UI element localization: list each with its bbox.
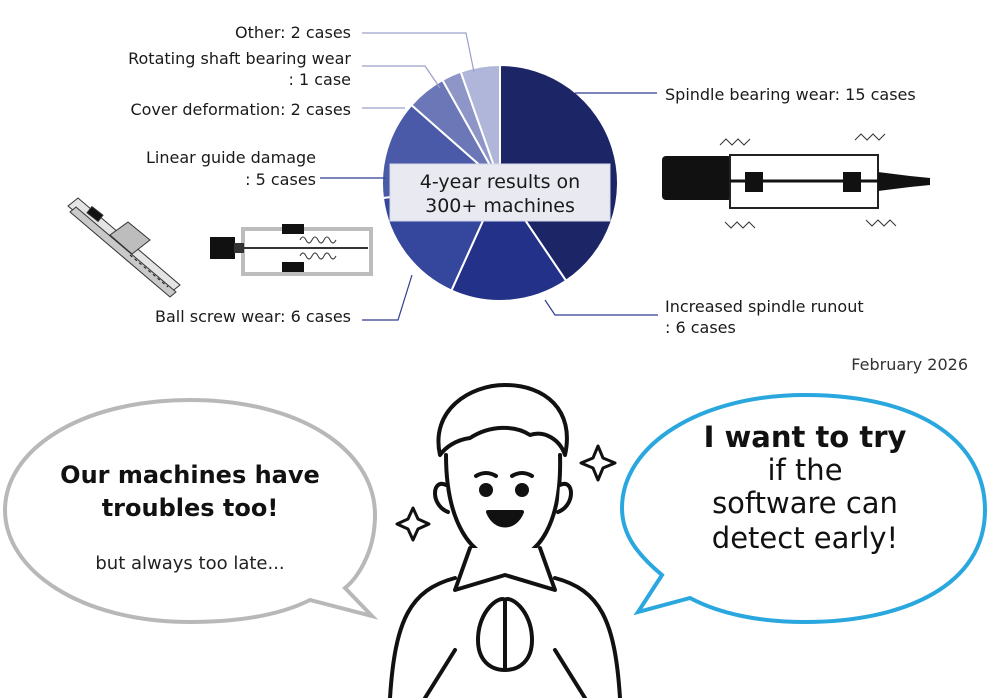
speech-bubble-left: Our machines have troubles too! but alwa… (2, 397, 379, 625)
label-cover: Cover deformation: 2 cases (130, 100, 351, 119)
pie-slice-1 (450, 180, 568, 302)
worker-character-icon (388, 383, 622, 698)
right-bubble-line-1: I want to try (704, 420, 907, 454)
label-rotating-line-1: Rotating shaft bearing wear (128, 49, 351, 68)
label-runout-line-2: : 6 cases (665, 318, 736, 337)
label-spindle: Spindle bearing wear: 15 cases (665, 85, 916, 104)
left-bubble-title-1: Our machines have (60, 461, 320, 489)
ball-screw-icon (210, 224, 373, 276)
leader-lines-light (362, 32, 475, 109)
leader-line-other (362, 32, 475, 73)
label-linear-line-2: : 5 cases (245, 170, 316, 189)
speech-bubble-right: I want to try if the software can detect… (619, 392, 988, 625)
left-bubble-title-2: troubles too! (102, 494, 279, 522)
center-label-line-2: 300+ machines (425, 195, 575, 217)
label-linear-line-1: Linear guide damage (146, 148, 316, 167)
pie-slice-6 (459, 63, 501, 184)
label-runout-line-1: Increased spindle runout (665, 297, 864, 316)
left-bubble-subtitle: but always too late... (95, 553, 284, 574)
linear-guide-icon (67, 197, 181, 298)
label-ballscrew: Ball screw wear: 6 cases (155, 307, 351, 326)
label-other: Other: 2 cases (235, 23, 351, 42)
label-rotating-line-2: : 1 case (288, 70, 351, 89)
leader-line-ballscrew (362, 274, 413, 321)
sparkle-icon (395, 444, 617, 542)
leader-lines (320, 92, 658, 321)
date-label: February 2026 (851, 355, 968, 374)
leader-line-rotating (362, 65, 441, 89)
center-label-line-1: 4-year results on (420, 171, 580, 193)
right-bubble-line-2: if the (767, 453, 842, 487)
pie-center-label: 4-year results on 300+ machines (389, 163, 611, 222)
right-bubble-line-4: detect early! (712, 521, 898, 555)
leader-line-runout (544, 299, 658, 316)
spindle-icon (662, 133, 930, 229)
right-bubble-line-3: software can (712, 486, 898, 520)
